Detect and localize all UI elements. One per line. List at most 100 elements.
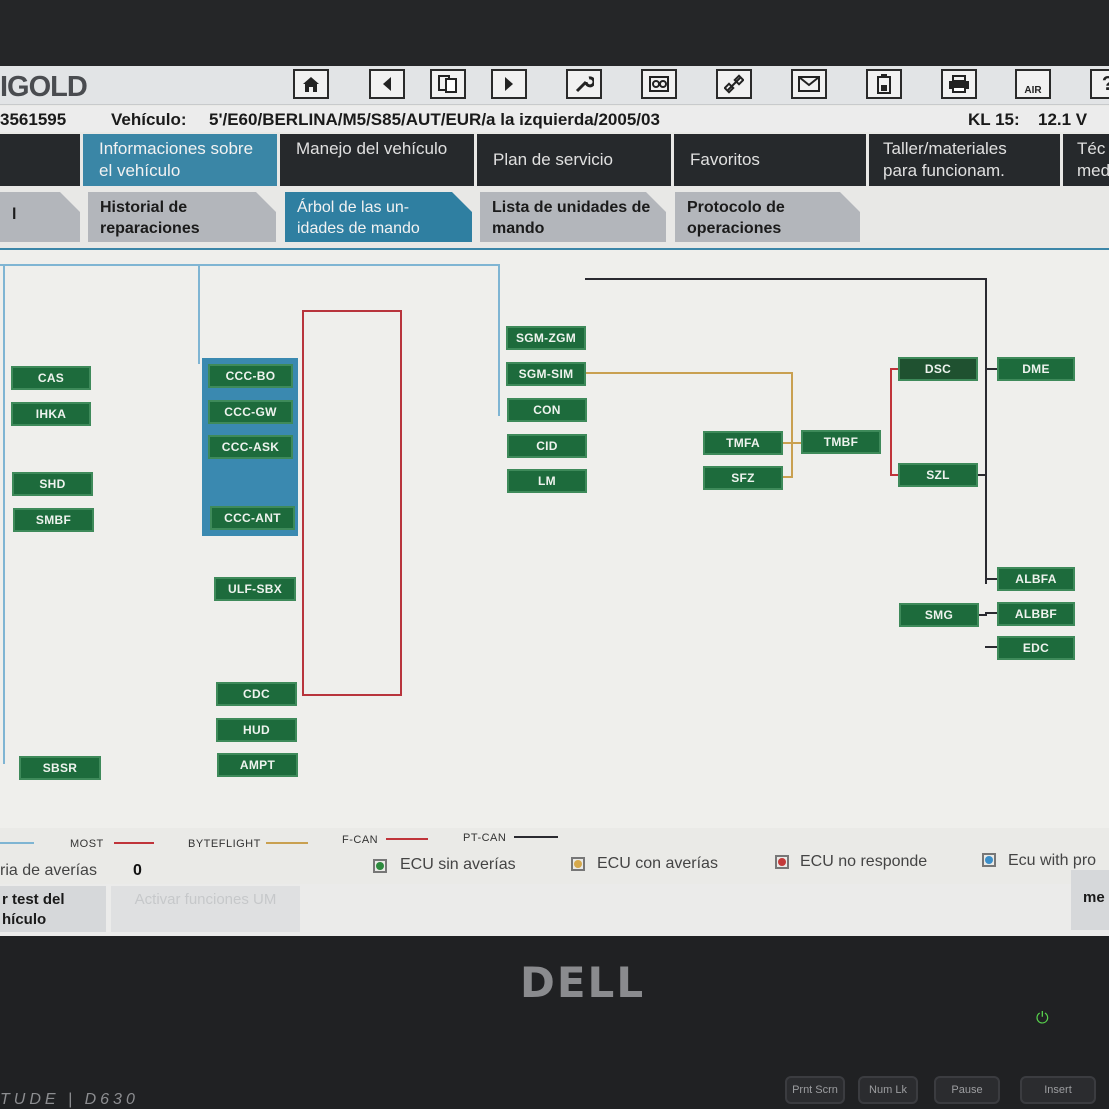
screen: IGOLD AIR bbox=[0, 66, 1109, 936]
ecu-tmfa[interactable]: TMFA bbox=[703, 431, 783, 455]
subtab-repair-history[interactable]: Historial de reparaciones bbox=[88, 192, 276, 242]
ecu-shd[interactable]: SHD bbox=[12, 472, 93, 496]
ecu-ok-icon bbox=[373, 859, 387, 873]
status-row: ria de averías 0 ECU sin averías ECU con… bbox=[0, 852, 1109, 886]
ecu-with-label: Ecu with pro bbox=[1008, 852, 1097, 869]
mail-icon[interactable] bbox=[791, 69, 827, 99]
legend-byteflight-swatch bbox=[266, 842, 308, 844]
legend-fcan-swatch bbox=[386, 838, 428, 840]
tab-service-plan[interactable]: Plan de servicio bbox=[477, 134, 671, 186]
ecu-smbf[interactable]: SMBF bbox=[13, 508, 94, 532]
bus-line-mid bbox=[198, 264, 200, 364]
byteflight-tmbf-link bbox=[781, 442, 803, 444]
laptop-bezel-bottom: DELL ⏻ TUDE | D630 Prnt Scrn Num Lk Paus… bbox=[0, 936, 1109, 1109]
link-icon[interactable] bbox=[716, 69, 752, 99]
dashboard-icon[interactable] bbox=[641, 69, 677, 99]
ecu-cas[interactable]: CAS bbox=[11, 366, 91, 390]
ecu-con[interactable]: CON bbox=[507, 398, 587, 422]
faults-label: ria de averías bbox=[0, 862, 97, 879]
ecu-smg[interactable]: SMG bbox=[899, 603, 979, 627]
bottom-bar: r test del hículo Activar funciones UM m… bbox=[0, 870, 1109, 936]
ecu-szl[interactable]: SZL bbox=[898, 463, 978, 487]
subtab-left-partial[interactable]: l bbox=[0, 192, 80, 242]
home-icon[interactable] bbox=[293, 69, 329, 99]
bus-line-right bbox=[498, 264, 500, 416]
ecu-noresp-label: ECU no responde bbox=[800, 853, 928, 870]
laptop-model: TUDE | D630 bbox=[0, 1091, 139, 1108]
legend-byteflight-label: BYTEFLIGHT bbox=[188, 838, 261, 850]
ecu-albbf[interactable]: ALBBF bbox=[997, 602, 1075, 626]
documents-icon[interactable] bbox=[430, 69, 466, 99]
legend-fcan-label: F-CAN bbox=[342, 834, 379, 846]
ecu-sgm-sim[interactable]: SGM-SIM bbox=[506, 362, 586, 386]
legend-most-label: MOST bbox=[70, 838, 104, 850]
dell-logo: DELL bbox=[520, 958, 646, 1007]
faults-count: 0 bbox=[133, 862, 142, 879]
ecu-ccc-ask[interactable]: CCC-ASK bbox=[208, 435, 293, 459]
ecu-ampt[interactable]: AMPT bbox=[217, 753, 298, 777]
key-insert: Insert bbox=[1020, 1076, 1096, 1104]
ecu-sgm-zgm[interactable]: SGM-ZGM bbox=[506, 326, 586, 350]
back-icon[interactable] bbox=[369, 69, 405, 99]
air-icon[interactable]: AIR bbox=[1015, 69, 1051, 99]
ptcan-szl-link bbox=[977, 474, 987, 476]
vehicle-test-button[interactable]: r test del hículo bbox=[0, 886, 106, 932]
tab-vehicle-info[interactable]: Informaciones sobre el vehículo bbox=[83, 134, 277, 186]
fcan-bracket bbox=[890, 368, 900, 476]
ptcan-line bbox=[585, 278, 987, 280]
ecu-edc[interactable]: EDC bbox=[997, 636, 1075, 660]
ecu-ccc-bo[interactable]: CCC-BO bbox=[208, 364, 293, 388]
most-ring bbox=[302, 310, 402, 696]
subtab-ecu-tree[interactable]: Árbol de las un- idades de mando bbox=[285, 192, 472, 242]
ptcan-smg-link bbox=[977, 614, 987, 616]
ptcan-albbf-link bbox=[985, 612, 999, 614]
ecu-ccc-ant[interactable]: CCC-ANT bbox=[210, 506, 295, 530]
ecu-sbsr[interactable]: SBSR bbox=[19, 756, 101, 780]
ecu-dme[interactable]: DME bbox=[997, 357, 1075, 381]
ecu-cdc[interactable]: CDC bbox=[216, 682, 297, 706]
right-partial-button[interactable]: me bbox=[1071, 870, 1109, 930]
power-led-icon: ⏻ bbox=[1036, 1010, 1049, 1027]
bus-line-left bbox=[3, 264, 5, 764]
ecu-hud[interactable]: HUD bbox=[216, 718, 297, 742]
ecu-noresp-icon bbox=[775, 855, 789, 869]
tab-technical[interactable]: Téc med bbox=[1063, 134, 1109, 186]
ecu-tree-canvas: CAS IHKA SHD SMBF SBSR CCC-BO CCC-GW CCC… bbox=[0, 250, 1109, 899]
activate-functions-button[interactable]: Activar funciones UM bbox=[111, 886, 300, 932]
key-prnt-scrn: Prnt Scrn bbox=[785, 1076, 845, 1104]
ecu-ulf-sbx[interactable]: ULF-SBX bbox=[214, 577, 296, 601]
bus-line-top bbox=[0, 264, 500, 266]
byteflight-drop bbox=[791, 372, 793, 478]
ptcan-albfa-link bbox=[985, 578, 999, 580]
tab-main-left-partial[interactable] bbox=[0, 134, 80, 186]
key-pause: Pause bbox=[934, 1076, 1000, 1104]
battery-icon[interactable] bbox=[866, 69, 902, 99]
ecu-ccc-gw[interactable]: CCC-GW bbox=[208, 400, 293, 424]
ecu-faulty-label: ECU con averías bbox=[597, 855, 718, 872]
tab-favorites[interactable]: Favoritos bbox=[674, 134, 866, 186]
ecu-ihka[interactable]: IHKA bbox=[11, 402, 91, 426]
help-icon[interactable]: ? bbox=[1090, 69, 1109, 99]
subtab-ecu-list[interactable]: Lista de unidades de mando bbox=[480, 192, 666, 242]
app-brand: IGOLD bbox=[0, 71, 88, 103]
tab-vehicle-handling[interactable]: Manejo del vehículo bbox=[280, 134, 474, 186]
printer-icon[interactable] bbox=[941, 69, 977, 99]
ecu-lm[interactable]: LM bbox=[507, 469, 587, 493]
tab-workshop-materials[interactable]: Taller/materiales para funcionam. bbox=[869, 134, 1060, 186]
toolbar: IGOLD AIR bbox=[0, 66, 1109, 105]
vehicle-value: 5'/E60/BERLINA/M5/S85/AUT/EUR/a la izqui… bbox=[209, 110, 660, 129]
legend-ptcan-label: PT-CAN bbox=[463, 832, 507, 844]
byteflight-sfz-link bbox=[781, 476, 793, 478]
wrench-icon[interactable] bbox=[566, 69, 602, 99]
key-num-lk: Num Lk bbox=[858, 1076, 918, 1104]
ptcan-edc-link bbox=[985, 646, 999, 648]
ecu-sfz[interactable]: SFZ bbox=[703, 466, 783, 490]
subtab-operations-log[interactable]: Protocolo de operaciones bbox=[675, 192, 860, 242]
ecu-dsc[interactable]: DSC bbox=[898, 357, 978, 381]
ecu-tmbf[interactable]: TMBF bbox=[801, 430, 881, 454]
ecu-cid[interactable]: CID bbox=[507, 434, 587, 458]
ecu-albfa[interactable]: ALBFA bbox=[997, 567, 1075, 591]
ecu-ok-label: ECU sin averías bbox=[400, 856, 516, 873]
kl15-label: KL 15: bbox=[968, 110, 1020, 129]
forward-icon[interactable] bbox=[491, 69, 527, 99]
